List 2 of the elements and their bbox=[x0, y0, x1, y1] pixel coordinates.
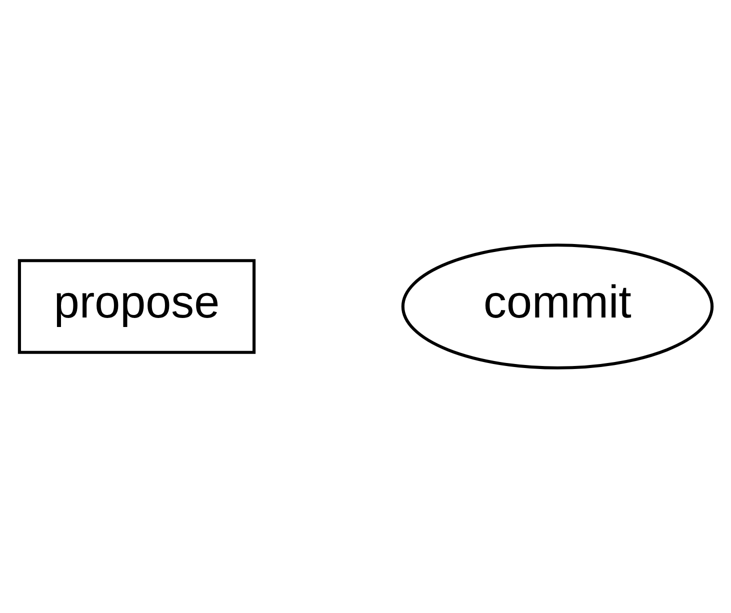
node-box: propose bbox=[17, 259, 256, 354]
node-ellipse: commit bbox=[400, 244, 714, 370]
